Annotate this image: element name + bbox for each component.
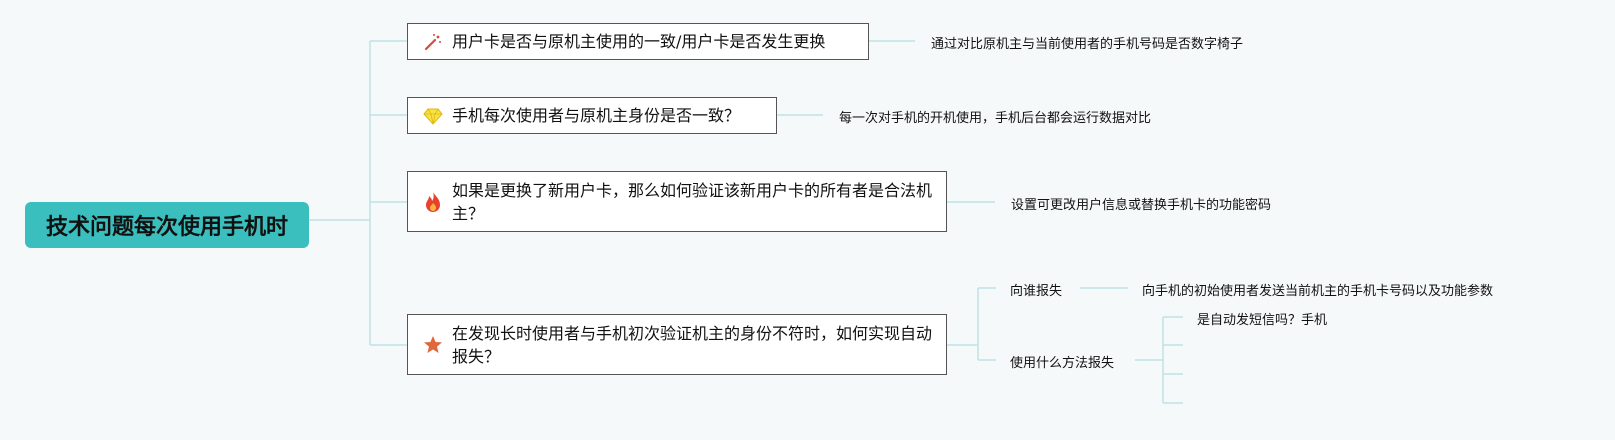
diamond-icon (422, 105, 444, 127)
sub-question-method[interactable]: 使用什么方法报失 (1010, 356, 1115, 371)
question-node-new-card-verify[interactable]: 如果是更换了新用户卡，那么如何验证该新用户卡的所有者是合法机主？ (407, 171, 947, 232)
answer-q1[interactable]: 通过对比原机主与当前使用者的手机号码是否数字椅子 (931, 37, 1244, 52)
answer-sub-method[interactable]: 是自动发短信吗？手机 (1197, 313, 1328, 328)
answer-sub-to-whom[interactable]: 向手机的初始使用者发送当前机主的手机卡号码以及功能参数 (1142, 284, 1494, 299)
question-node-identity-match[interactable]: 手机每次使用者与原机主身份是否一致？ (407, 97, 777, 134)
root-topic-label: 技术问题每次使用手机时 (45, 215, 288, 240)
magic-wand-icon (422, 31, 444, 53)
question-label: 在发现长时使用者与手机初次验证机主的身份不符时，如何实现自动报失？ (452, 323, 933, 366)
star-icon (422, 334, 444, 356)
question-node-card-consistency[interactable]: 用户卡是否与原机主使用的一致/用户卡是否发生更换 (407, 23, 869, 60)
fire-icon (422, 191, 444, 213)
question-label: 用户卡是否与原机主使用的一致/用户卡是否发生更换 (452, 32, 826, 51)
root-topic[interactable]: 技术问题每次使用手机时 (25, 202, 309, 248)
question-label: 如果是更换了新用户卡，那么如何验证该新用户卡的所有者是合法机主？ (452, 180, 933, 223)
sub-question-to-whom[interactable]: 向谁报失 (1010, 284, 1063, 299)
answer-q3[interactable]: 设置可更改用户信息或替换手机卡的功能密码 (1011, 198, 1272, 213)
question-label: 手机每次使用者与原机主身份是否一致？ (452, 106, 741, 125)
answer-q2[interactable]: 每一次对手机的开机使用，手机后台都会运行数据对比 (839, 111, 1152, 126)
question-node-auto-report[interactable]: 在发现长时使用者与手机初次验证机主的身份不符时，如何实现自动报失？ (407, 314, 947, 375)
